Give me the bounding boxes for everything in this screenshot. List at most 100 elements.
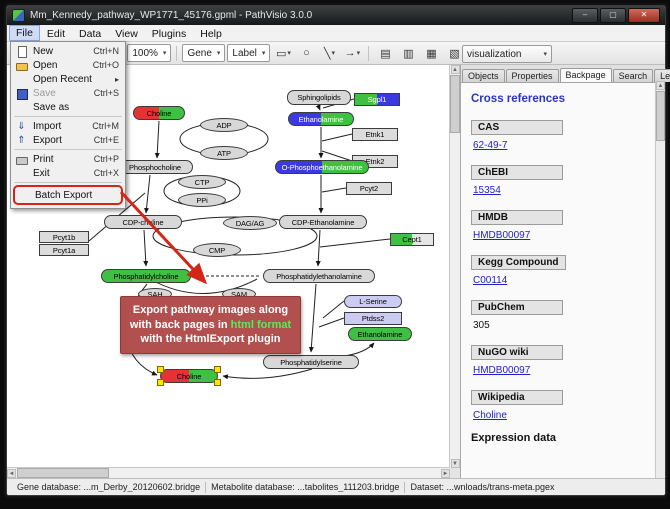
scroll-up-icon[interactable]: ▲ <box>656 81 665 90</box>
selection-handle[interactable] <box>214 379 221 386</box>
close-button[interactable]: ✕ <box>628 8 660 23</box>
datanode-type-select[interactable]: Gene ▾ <box>182 44 226 62</box>
xref-link[interactable]: Choline <box>473 410 507 421</box>
pathway-node-choline[interactable]: Choline <box>157 366 221 386</box>
selection-handle[interactable] <box>157 366 164 373</box>
pathway-node-cdp-choline[interactable]: CDP-choline <box>104 215 182 229</box>
xref-link[interactable]: 15354 <box>473 185 501 196</box>
scroll-down-icon[interactable]: ▼ <box>450 459 460 468</box>
pathway-node-adp[interactable]: ADP <box>200 118 248 132</box>
align-left-icon: ▤ <box>380 47 391 60</box>
tab-search[interactable]: Search <box>612 69 654 82</box>
panel-scrollbar[interactable]: ▲ <box>655 81 665 478</box>
tab-properties[interactable]: Properties <box>505 69 559 82</box>
vertical-scroll-thumb[interactable] <box>450 75 460 133</box>
distribute-horizontal-button[interactable]: ▧ <box>443 43 465 63</box>
new-file-icon <box>15 45 28 58</box>
xref-header: Wikipedia <box>471 390 563 405</box>
pathway-node-ethanolamine[interactable]: Ethanolamine <box>348 327 412 341</box>
pathway-node-ppi[interactable]: PPi <box>178 193 226 207</box>
minimize-button[interactable]: – <box>572 8 598 23</box>
menu-item-icon <box>15 73 28 86</box>
pathway-node-dag-ag[interactable]: DAG/AG <box>223 216 277 230</box>
menu-data[interactable]: Data <box>79 27 102 40</box>
file-menu-item-batch-export[interactable]: Batch Export <box>13 185 123 205</box>
canvas-horizontal-scrollbar[interactable]: ◄ ► <box>7 467 450 478</box>
pathway-node-sphingolipids[interactable]: Sphingolipids <box>287 90 351 105</box>
arrow-tool-button[interactable]: →▾ <box>341 43 363 63</box>
pathway-node-pcyt1b[interactable]: Pcyt1b <box>39 231 89 243</box>
pathway-node-choline[interactable]: Choline <box>133 106 185 120</box>
pathway-node-etnk1[interactable]: Etnk1 <box>352 128 398 141</box>
zoom-value: 100% <box>132 47 158 59</box>
pathway-node-phosphocholine[interactable]: Phosphocholine <box>117 160 193 174</box>
pathway-node-atp[interactable]: ATP <box>200 146 248 160</box>
panel-scroll-thumb[interactable] <box>656 91 665 141</box>
tab-objects[interactable]: Objects <box>462 69 505 82</box>
line-tool-button[interactable]: ╲▾ <box>318 43 340 63</box>
menu-file[interactable]: File <box>9 25 40 41</box>
align-left-button[interactable]: ▤ <box>374 43 396 63</box>
pathway-node-pcyt2[interactable]: Pcyt2 <box>346 182 392 195</box>
pathway-node-cmp[interactable]: CMP <box>193 243 241 257</box>
pathway-node-l-serine[interactable]: L-Serine <box>344 295 402 308</box>
toolbar: Zoom: 100% ▾ Gene ▾ Label ▾ ▭▾○╲▾→▾ ▤▥▦▧… <box>7 42 665 65</box>
xref-value: 305 <box>473 320 490 331</box>
file-menu-item-save-as[interactable]: Save as <box>11 100 125 114</box>
menu-separator <box>14 149 122 150</box>
rectangle-tool-button[interactable]: ▭▾ <box>272 43 294 63</box>
file-menu-item-open-recent[interactable]: Open Recent▸ <box>11 72 125 86</box>
pathway-node-ctp[interactable]: CTP <box>178 175 226 189</box>
pathway-node-sgpl1[interactable]: Sgpl1 <box>354 93 400 106</box>
pathway-node-phosphatidylserine[interactable]: Phosphatidylserine <box>263 355 359 369</box>
pathway-node-o-phosphoethanolamine[interactable]: O-Phosphoethanolamine <box>275 160 369 174</box>
pathway-node-cdp-ethanolamine[interactable]: CDP-Ethanolamine <box>279 215 367 229</box>
align-center-button[interactable]: ▥ <box>397 43 419 63</box>
label-tool-select[interactable]: Label ▾ <box>227 44 271 62</box>
menu-edit[interactable]: Edit <box>46 27 66 40</box>
tab-legend[interactable]: Legend <box>654 69 670 82</box>
xref-link[interactable]: HMDB00097 <box>473 230 531 241</box>
scroll-left-icon[interactable]: ◄ <box>7 468 16 478</box>
selection-handle[interactable] <box>214 366 221 373</box>
horizontal-scroll-thumb[interactable] <box>17 468 109 478</box>
menubar: File Edit Data View Plugins Help <box>7 25 665 42</box>
tab-backpage[interactable]: Backpage <box>559 68 612 82</box>
pathway-node-phosphatidylcholine[interactable]: Phosphatidylcholine <box>101 269 191 283</box>
scroll-up-icon[interactable]: ▲ <box>450 65 460 74</box>
menu-help[interactable]: Help <box>200 27 222 40</box>
pathway-node-cept1[interactable]: Cept1 <box>390 233 434 246</box>
annotation-text: Export pathway images along with back pa… <box>129 304 292 346</box>
zoom-select[interactable]: 100% ▾ <box>127 44 172 62</box>
canvas-vertical-scrollbar[interactable]: ▲ ▼ <box>449 65 460 468</box>
menu-view[interactable]: View <box>115 27 138 40</box>
maximize-button[interactable]: ▢ <box>600 8 626 23</box>
titlebar[interactable]: Mm_Kennedy_pathway_WP1771_45176.gpml - P… <box>7 6 665 25</box>
pathway-node-pcyt1a[interactable]: Pcyt1a <box>39 244 89 256</box>
menu-item-shortcut: Ctrl+E <box>93 135 119 145</box>
xref-link[interactable]: C00114 <box>473 275 508 286</box>
menu-plugins[interactable]: Plugins <box>151 27 187 40</box>
scroll-right-icon[interactable]: ► <box>441 468 450 478</box>
selection-handle[interactable] <box>157 379 164 386</box>
pathway-node-ptdss2[interactable]: Ptdss2 <box>344 312 402 325</box>
xref-link[interactable]: 62-49-7 <box>473 140 508 151</box>
xref-link[interactable]: HMDB00097 <box>473 365 531 376</box>
ellipse-tool-button[interactable]: ○ <box>295 43 317 63</box>
chevron-down-icon: ▾ <box>331 50 335 57</box>
align-top-button[interactable]: ▦ <box>420 43 442 63</box>
pathway-node-phosphatidylethanolamine[interactable]: Phosphatidylethanolamine <box>263 269 375 283</box>
statusbar-segment: Gene database: ...m_Derby_20120602.bridg… <box>17 482 201 492</box>
pathway-node-ethanolamine[interactable]: Ethanolamine <box>288 112 354 126</box>
visualization-select[interactable]: visualization ▾ <box>462 45 552 63</box>
